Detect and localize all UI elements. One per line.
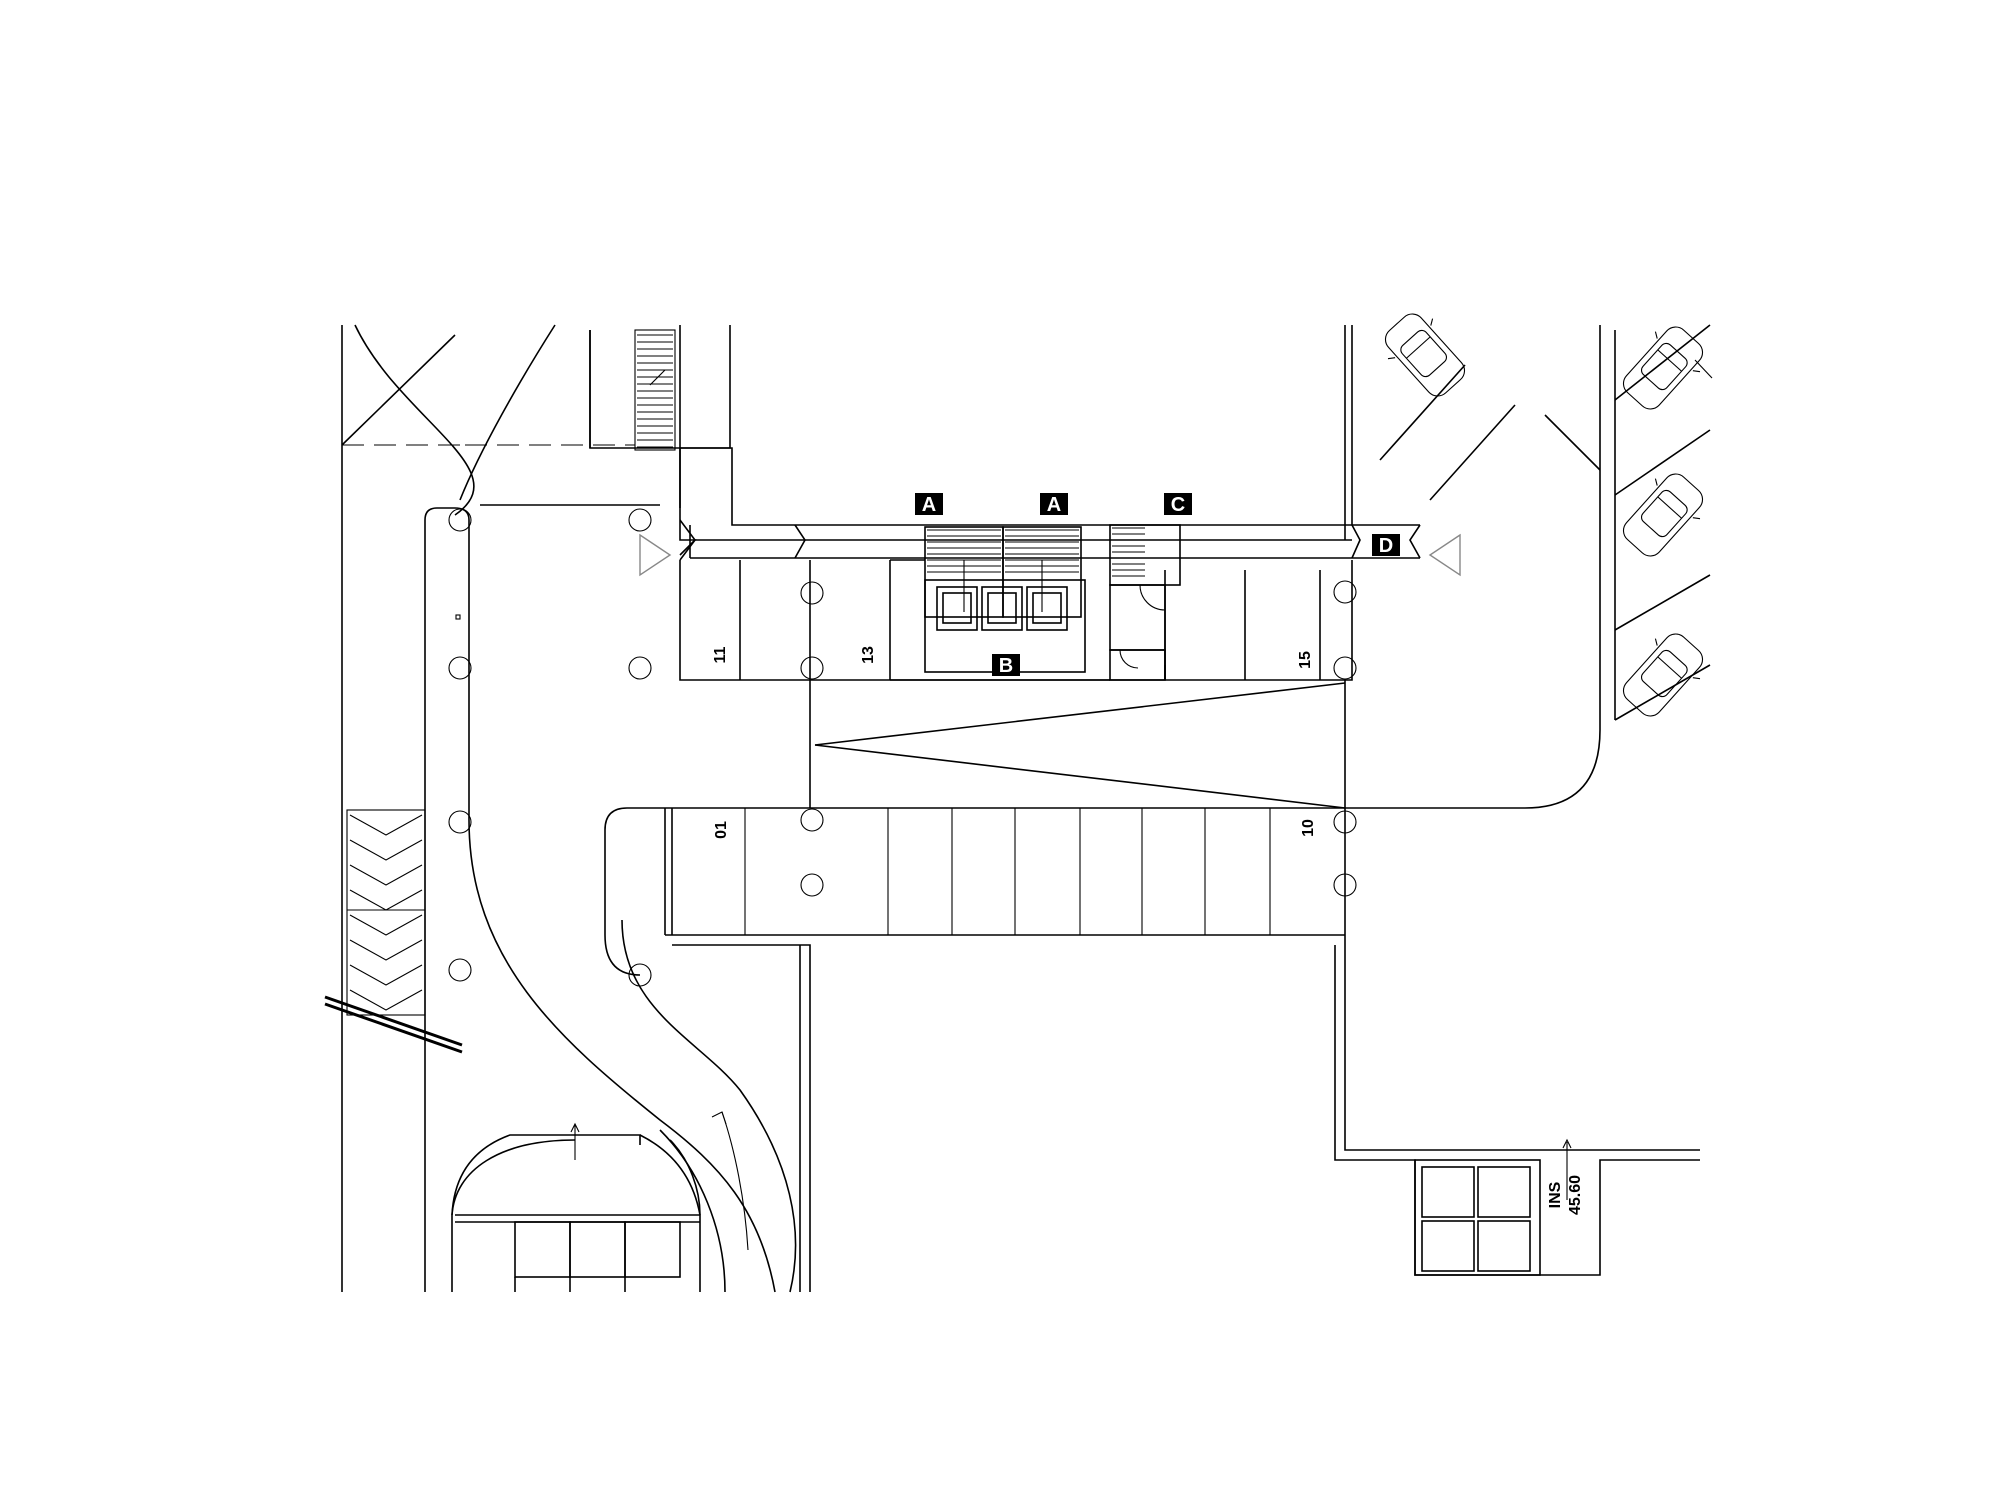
label-b: B: [999, 655, 1013, 677]
level-prefix: INS: [1547, 1181, 1564, 1208]
bay-number-11: 11: [712, 646, 729, 663]
south-west-vestibule: [451, 1122, 701, 1292]
column: [800, 581, 824, 605]
level-marker: INS 45.60: [1547, 1175, 1584, 1215]
car-cabin: [1400, 329, 1448, 378]
column: [1333, 810, 1357, 834]
column: [628, 963, 652, 987]
car-cabin: [1640, 649, 1688, 698]
car-body: [1622, 326, 1704, 410]
ramp-chevron: [349, 864, 423, 886]
north-parking-row: [679, 559, 1353, 681]
column: [448, 508, 472, 532]
stair-core-c: [1109, 524, 1181, 681]
column: [1333, 580, 1357, 604]
car-windscreen: [1657, 496, 1682, 519]
circulation-wedge: [809, 680, 1346, 809]
car-mirror: [1692, 517, 1701, 520]
column: [448, 656, 472, 680]
bay-number-10: 10: [1300, 819, 1317, 837]
parked-car: [1622, 633, 1704, 717]
core-label-c: C: [1164, 493, 1192, 516]
car-windscreen: [1406, 336, 1431, 359]
stair-core-a: [924, 526, 1082, 618]
ramp-chevron: [349, 939, 423, 961]
core-label-a-west: A: [915, 493, 943, 516]
car-mirror: [1692, 370, 1701, 373]
core-corridor: [689, 524, 1421, 559]
triangle-west: [639, 533, 672, 577]
core-label-d: D: [1372, 534, 1400, 557]
car-mirror: [1387, 357, 1396, 360]
car-mirror: [1654, 331, 1658, 339]
parked-car: [1384, 313, 1466, 397]
north-building-edge: [679, 325, 1353, 561]
column: [800, 656, 824, 680]
core-label-a-east: A: [1040, 493, 1068, 516]
column: [448, 958, 472, 982]
structural-columns: [448, 508, 1357, 987]
car-mirror: [1654, 478, 1658, 486]
column: [448, 810, 472, 834]
car-cabin: [1640, 342, 1688, 391]
bay-number-15: 15: [1297, 651, 1314, 669]
car-windscreen: [1657, 656, 1682, 679]
parked-car: [1622, 473, 1704, 557]
label-d: D: [1379, 535, 1393, 557]
car-cabin: [1640, 489, 1688, 538]
car-mirror: [1654, 638, 1658, 646]
parked-cars: [1384, 313, 1704, 717]
west-boundary: [341, 324, 635, 1292]
ramp-chevron: [349, 914, 423, 936]
ramp-chevron: [349, 839, 423, 861]
walkway-strip: [424, 507, 776, 1293]
car-body: [1384, 313, 1466, 397]
south-east-service: [1414, 1138, 1572, 1276]
car-body: [1622, 633, 1704, 717]
ramp-chevron-frame: [346, 809, 426, 1016]
direction-triangles: [639, 533, 1461, 577]
car-mirror: [1430, 318, 1434, 326]
car-mirror: [1692, 677, 1701, 680]
car-body: [1622, 473, 1704, 557]
car-windscreen: [1657, 349, 1682, 372]
column: [800, 873, 824, 897]
column: [1333, 656, 1357, 680]
column: [628, 656, 652, 680]
ramp-chevron: [349, 889, 423, 911]
bay-number-01: 01: [713, 821, 730, 839]
ramp-chevron: [349, 814, 423, 836]
column: [1333, 873, 1357, 897]
column: [628, 508, 652, 532]
level-value: 45.60: [1567, 1175, 1584, 1215]
label-c: C: [1171, 494, 1185, 516]
label-a-east: A: [1047, 494, 1061, 516]
ramp-chevron: [349, 989, 423, 1011]
label-a-west: A: [922, 494, 936, 516]
north-west-stair: [634, 329, 676, 451]
core-label-b: B: [992, 654, 1020, 677]
column: [800, 808, 824, 832]
triangle-east: [1428, 533, 1461, 577]
barrier: [324, 995, 463, 1054]
parked-car: [1622, 326, 1704, 410]
ramp-chevron: [349, 964, 423, 986]
ramp-chevrons: [346, 809, 426, 1016]
bay-number-13: 13: [860, 646, 877, 664]
south-parking-row: [604, 325, 1601, 976]
